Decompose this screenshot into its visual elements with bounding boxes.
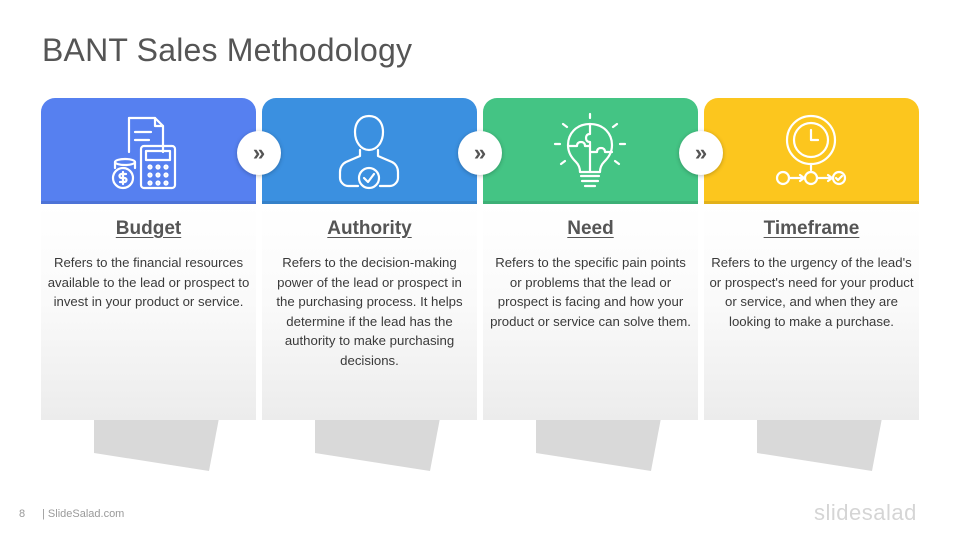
card-header — [41, 98, 256, 204]
card-budget: Budget Refers to the financial resources… — [41, 98, 256, 420]
card-need: Need Refers to the specific pain points … — [483, 98, 698, 420]
ribbon-decoration — [757, 418, 882, 471]
card-title: Timeframe — [763, 218, 860, 239]
next-arrow-icon: » — [679, 131, 723, 175]
card-body — [483, 204, 698, 420]
card-title: Budget — [115, 218, 182, 239]
brand-logo: slidesalad — [814, 500, 917, 525]
ribbon-decoration — [315, 418, 440, 471]
card-header — [704, 98, 919, 204]
card-title: Authority — [327, 218, 412, 239]
lightbulb-puzzle-icon — [553, 112, 627, 188]
slide-title: BANT Sales Methodology — [42, 32, 413, 68]
ribbon-decoration — [536, 418, 661, 471]
card-header — [483, 98, 698, 204]
ribbon-decoration — [94, 418, 219, 471]
page-number: 8 — [19, 508, 26, 520]
card-description: Refers to the decision-making power of t… — [276, 255, 463, 368]
card-description: Refers to the financial resources availa… — [47, 255, 250, 309]
card-body — [704, 204, 919, 420]
card-body — [262, 204, 477, 420]
footer-source: | SlideSalad.com — [42, 508, 125, 520]
card-title: Need — [567, 218, 614, 239]
clock-timeline-icon — [775, 114, 847, 186]
next-arrow-icon: » — [237, 131, 281, 175]
card-header — [262, 98, 477, 204]
next-arrow-icon: » — [458, 131, 502, 175]
card-description: Refers to the urgency of the lead's or p… — [709, 255, 914, 329]
person-check-icon — [338, 114, 400, 190]
card-authority: Authority Refers to the decision-making … — [262, 98, 477, 420]
card-timeframe: Timeframe Refers to the urgency of the l… — [704, 98, 919, 420]
card-body — [41, 204, 256, 420]
budget-calculator-icon — [111, 116, 177, 190]
card-description: Refers to the specific pain points or pr… — [490, 255, 691, 329]
